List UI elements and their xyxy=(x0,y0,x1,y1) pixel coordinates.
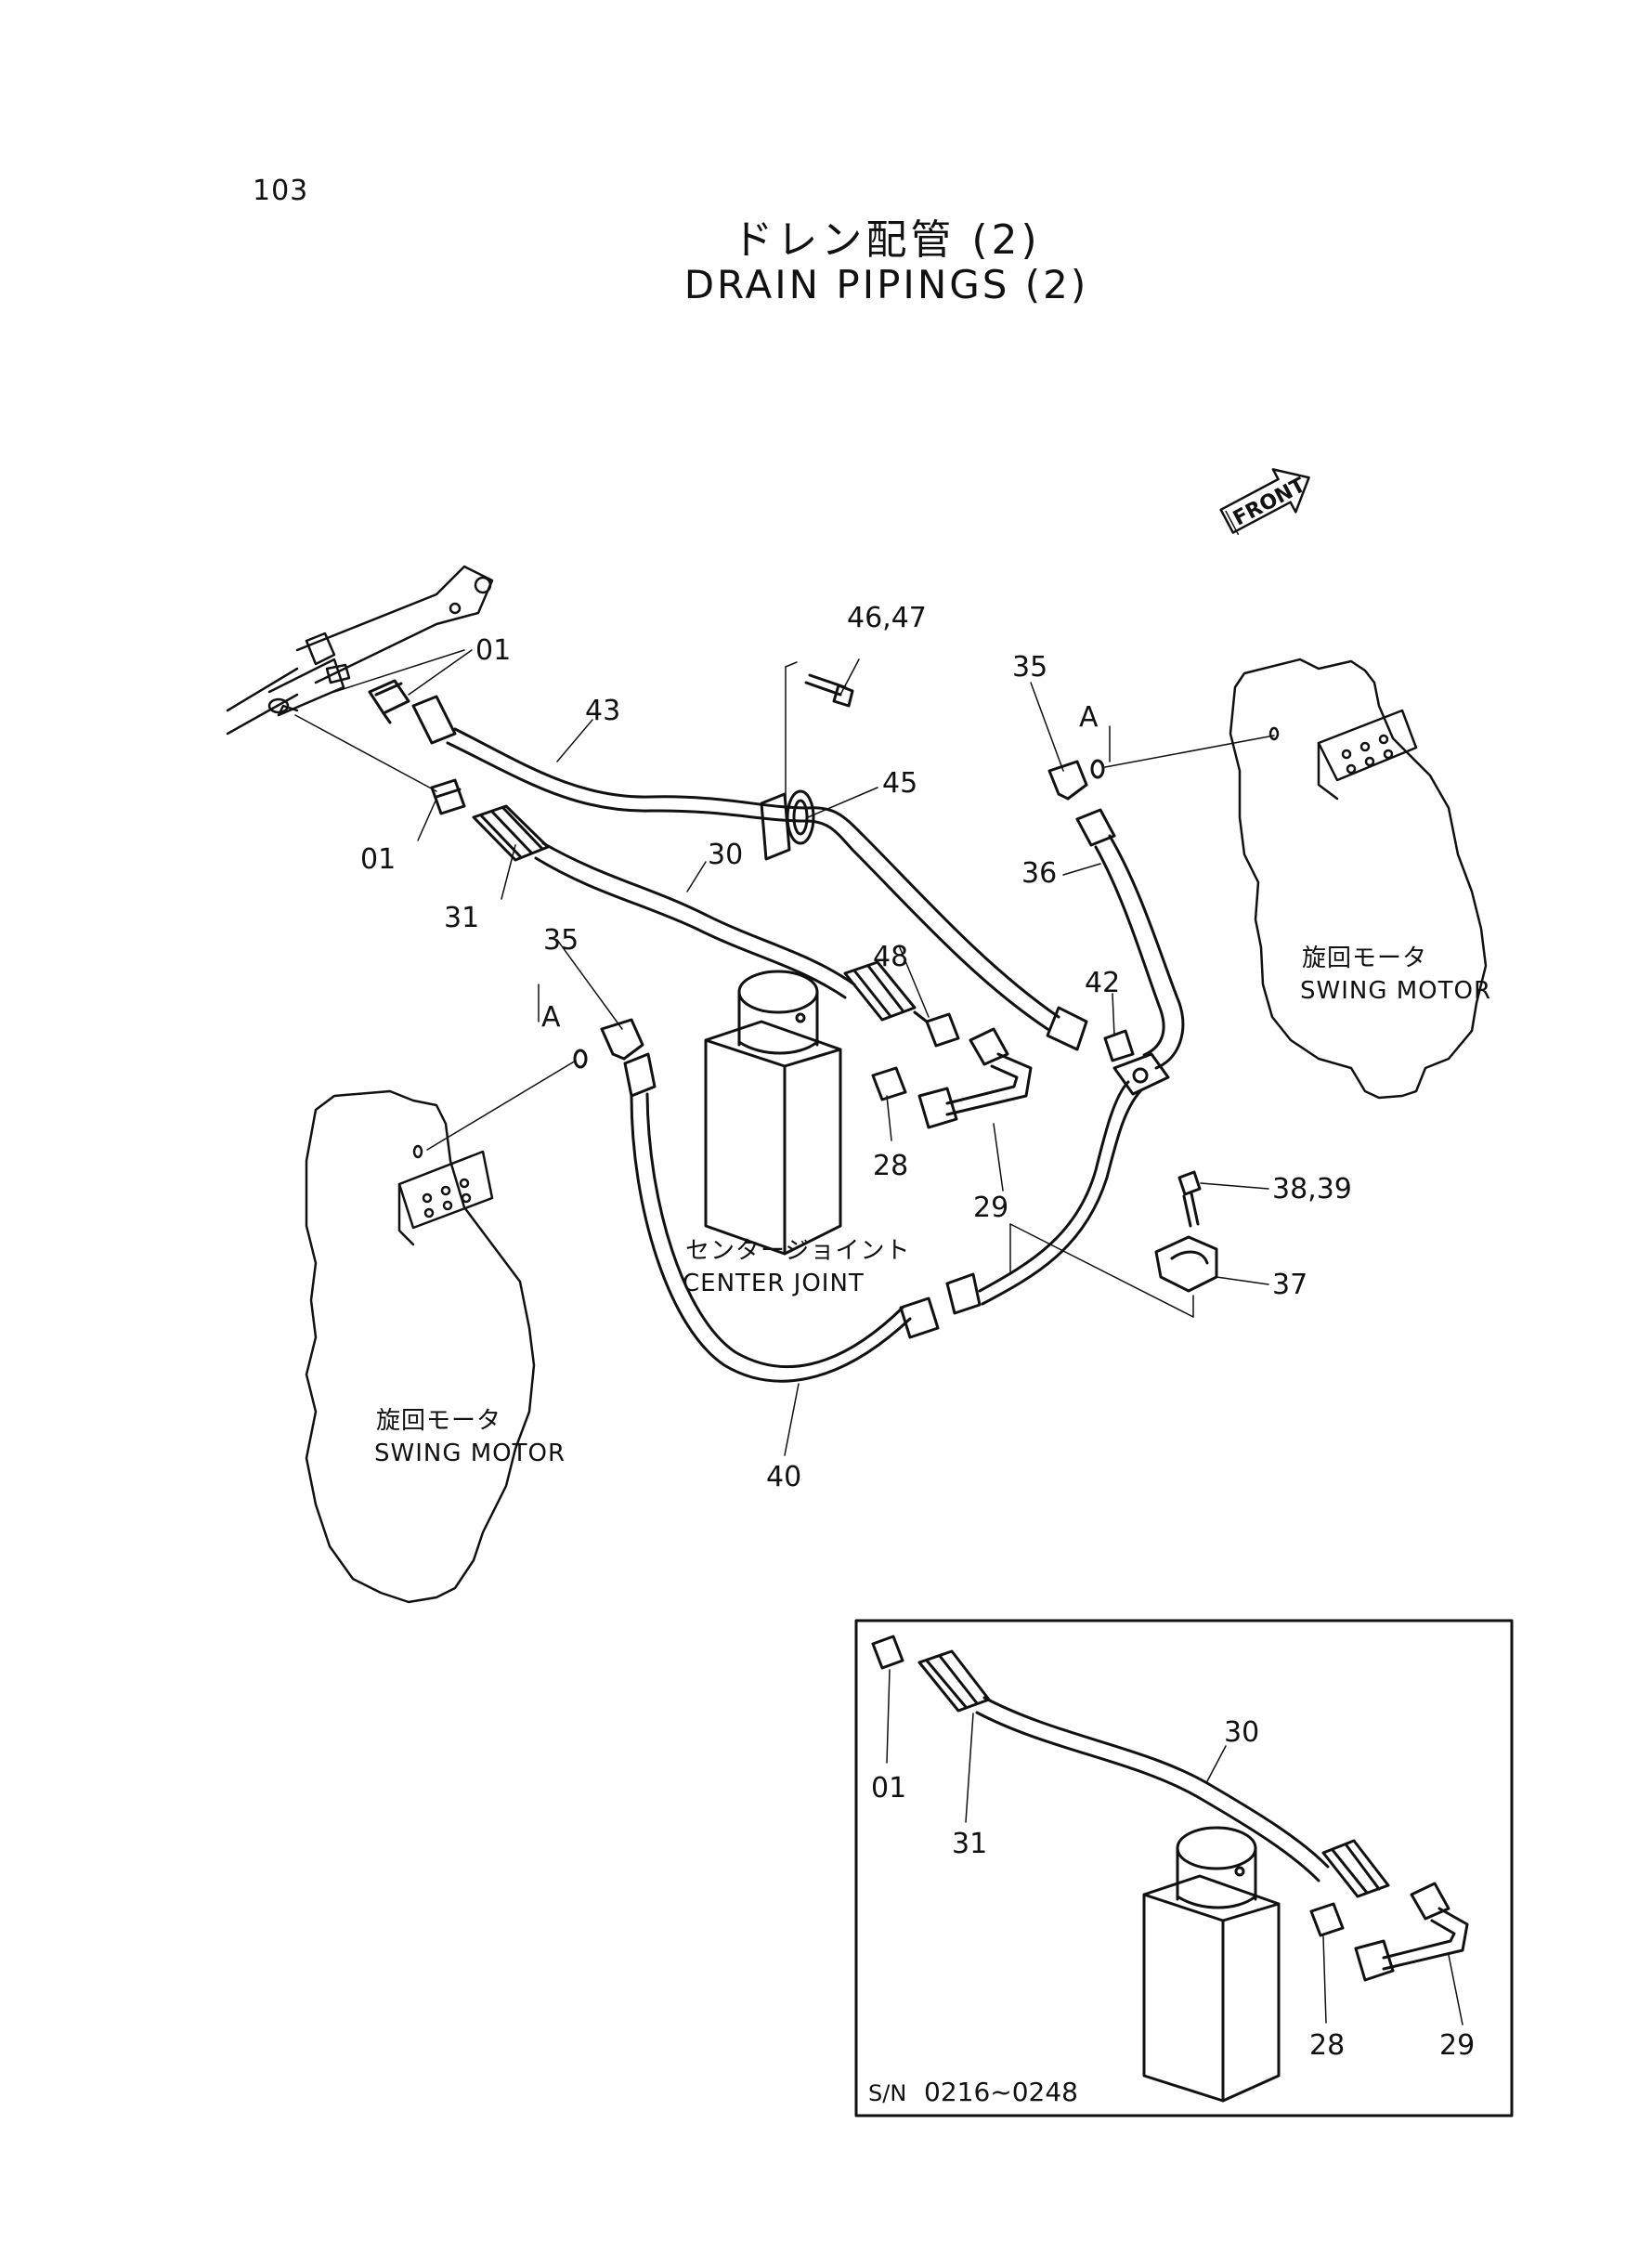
label-29: 29 xyxy=(973,1192,1008,1224)
center-joint xyxy=(704,970,842,1256)
caption-center-joint-en: CENTER JOINT xyxy=(683,1270,865,1297)
inset-label-30: 30 xyxy=(1224,1716,1259,1749)
front-arrow-icon: FRONT xyxy=(1219,468,1310,535)
hose-31 xyxy=(472,804,550,862)
label-01-left: 01 xyxy=(360,843,396,876)
inset-leader-lines xyxy=(886,1669,1463,2026)
fitting-01-top xyxy=(368,679,410,724)
bolt-46-47 xyxy=(804,673,854,708)
pipe-29 xyxy=(917,1027,1033,1129)
inset-fitting-01 xyxy=(871,1635,904,1670)
hose-30 xyxy=(534,841,917,1022)
bolt-38-39 xyxy=(1177,1170,1202,1228)
label-a-right: A xyxy=(1079,701,1099,734)
caption-swing-motor-right-en: SWING MOTOR xyxy=(1300,977,1491,1005)
inset-labels: 30 01 31 28 29 S/N 0216~0248 xyxy=(868,1716,1475,2107)
fitting-01-left xyxy=(430,778,466,815)
inset-hose-31 xyxy=(917,1649,991,1713)
label-38-39: 38,39 xyxy=(1272,1173,1352,1205)
label-48: 48 xyxy=(873,941,908,973)
title-japanese: ドレン配管 (2) xyxy=(732,216,1041,264)
clamp-37 xyxy=(1154,1235,1218,1293)
fitting-28 xyxy=(871,1066,907,1101)
inset-label-01: 01 xyxy=(871,1772,906,1804)
page-number: 103 xyxy=(253,175,309,207)
inset-label-31: 31 xyxy=(952,1828,987,1860)
label-42: 42 xyxy=(1085,967,1120,999)
elbow-35-left xyxy=(573,1018,644,1069)
label-35-right: 35 xyxy=(1012,651,1047,684)
label-01-top: 01 xyxy=(475,634,511,667)
label-36: 36 xyxy=(1021,857,1057,890)
title-english: DRAIN PIPINGS (2) xyxy=(683,262,1089,307)
inset-pipe-29 xyxy=(1354,1882,1469,1982)
inset-label-28: 28 xyxy=(1309,2029,1345,2062)
captions: センタージョイント CENTER JOINT 旋回モータ SWING MOTOR… xyxy=(374,945,1491,1467)
inset-detail: 30 01 31 28 29 S/N 0216~0248 xyxy=(854,1619,1514,2117)
label-45: 45 xyxy=(882,767,917,800)
fitting-42 xyxy=(1103,1029,1135,1062)
fitting-48 xyxy=(913,1010,960,1048)
caption-swing-motor-left-en: SWING MOTOR xyxy=(374,1440,566,1467)
hose-40 xyxy=(623,1052,1142,1383)
elbow-35-right xyxy=(1047,759,1105,801)
label-a-left: A xyxy=(541,1001,561,1034)
inset-serial-range: 0216~0248 xyxy=(924,2077,1078,2107)
frame-bracket xyxy=(226,565,494,736)
part-labels: 01 01 43 46,47 45 30 31 35 A 36 35 A 48 … xyxy=(360,602,1352,1493)
swing-motor-left xyxy=(305,1089,536,1604)
leader-lines xyxy=(408,649,1269,1456)
inset-fitting-28 xyxy=(1309,1902,1345,1937)
hose-43 xyxy=(411,695,1088,1051)
inset-center-joint xyxy=(1142,1826,1281,2103)
clamp-45 xyxy=(760,789,815,861)
label-40: 40 xyxy=(766,1461,801,1493)
label-46-47: 46,47 xyxy=(847,602,927,634)
label-43: 43 xyxy=(585,695,620,727)
label-37: 37 xyxy=(1272,1269,1307,1301)
hose-36 xyxy=(1075,808,1185,1070)
swing-motor-right xyxy=(1229,658,1488,1100)
caption-center-joint-jp: センタージョイント xyxy=(685,1237,910,1265)
inset-serial-prefix: S/N xyxy=(868,2080,906,2106)
label-31: 31 xyxy=(444,902,479,934)
front-label: FRONT xyxy=(1229,474,1309,531)
label-28: 28 xyxy=(873,1150,908,1182)
caption-swing-motor-left-jp: 旋回モータ xyxy=(376,1407,501,1435)
caption-swing-motor-right-jp: 旋回モータ xyxy=(1302,945,1427,972)
inset-label-29: 29 xyxy=(1439,2029,1475,2062)
inset-hose-30 xyxy=(975,1696,1390,1898)
label-30: 30 xyxy=(708,839,743,871)
label-35-left: 35 xyxy=(543,924,579,957)
inset-frame xyxy=(854,1619,1514,2117)
